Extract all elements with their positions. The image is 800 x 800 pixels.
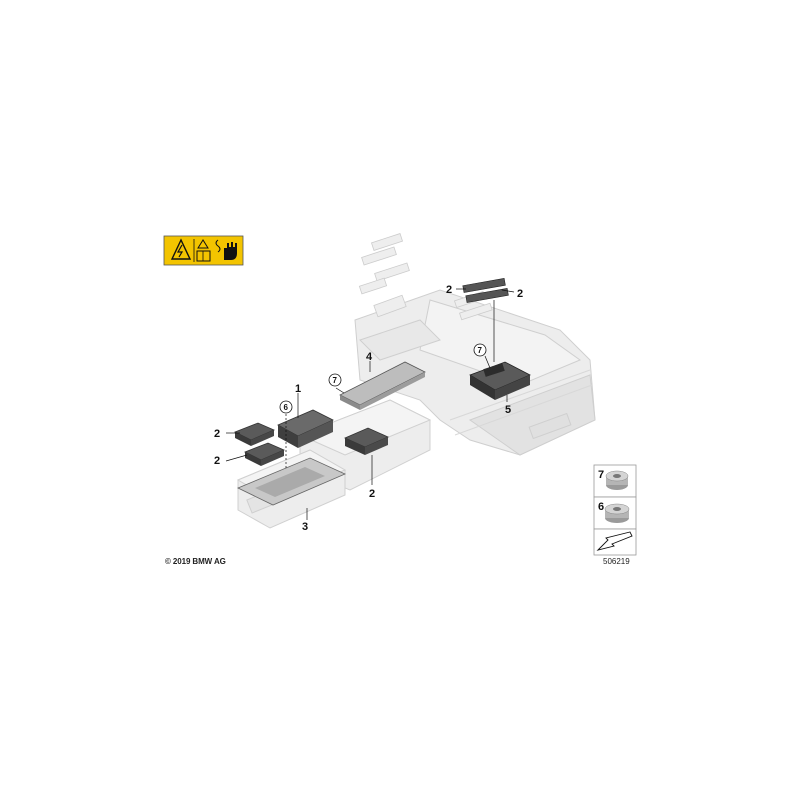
callout-part-2-left-upper: 2 bbox=[214, 428, 220, 440]
circled-callout-7-left: 7 bbox=[328, 373, 342, 387]
copyright-text: © 2019 BMW AG bbox=[165, 557, 226, 566]
battery-housing-ghost bbox=[354, 289, 596, 456]
circled-callout-7-right: 7 bbox=[473, 343, 487, 357]
part-2-center-module bbox=[344, 427, 389, 455]
arrow-icon bbox=[596, 531, 633, 551]
part-2-top-connectors bbox=[462, 278, 509, 303]
high-voltage-warning-icon bbox=[163, 235, 244, 266]
callout-part-3: 3 bbox=[302, 521, 308, 533]
callout-part-1: 1 bbox=[295, 383, 301, 395]
callout-part-2-center: 2 bbox=[369, 488, 375, 500]
part-2-left-upper bbox=[234, 422, 276, 446]
svg-text:7: 7 bbox=[598, 469, 604, 481]
nut-icon bbox=[605, 470, 629, 490]
svg-text:7: 7 bbox=[333, 376, 338, 385]
lower-module-ghost bbox=[236, 399, 432, 529]
part-5-housing bbox=[469, 361, 531, 400]
connector-ghosts bbox=[358, 233, 493, 321]
svg-text:7: 7 bbox=[478, 346, 483, 355]
callout-part-5: 5 bbox=[505, 404, 511, 416]
callout-part-2-top-right: 2 bbox=[517, 288, 523, 300]
figure-number: 506219 bbox=[603, 557, 630, 566]
legend-item-7: 7 bbox=[593, 464, 637, 498]
legend-item-6: 6 bbox=[593, 496, 637, 530]
callout-part-4: 4 bbox=[366, 351, 373, 363]
callout-part-2-left-lower: 2 bbox=[214, 455, 220, 467]
nut-icon bbox=[604, 503, 630, 523]
circled-callout-6: 6 bbox=[279, 400, 293, 414]
part-2-left-lower bbox=[244, 442, 286, 466]
leader-lines bbox=[225, 288, 515, 520]
part-1-control-unit bbox=[277, 409, 334, 448]
svg-text:6: 6 bbox=[598, 501, 604, 513]
legend-direction-arrow bbox=[593, 528, 637, 556]
svg-text:6: 6 bbox=[284, 403, 289, 412]
part-4-bracket bbox=[339, 361, 426, 410]
callout-part-2-top-left: 2 bbox=[446, 284, 452, 296]
